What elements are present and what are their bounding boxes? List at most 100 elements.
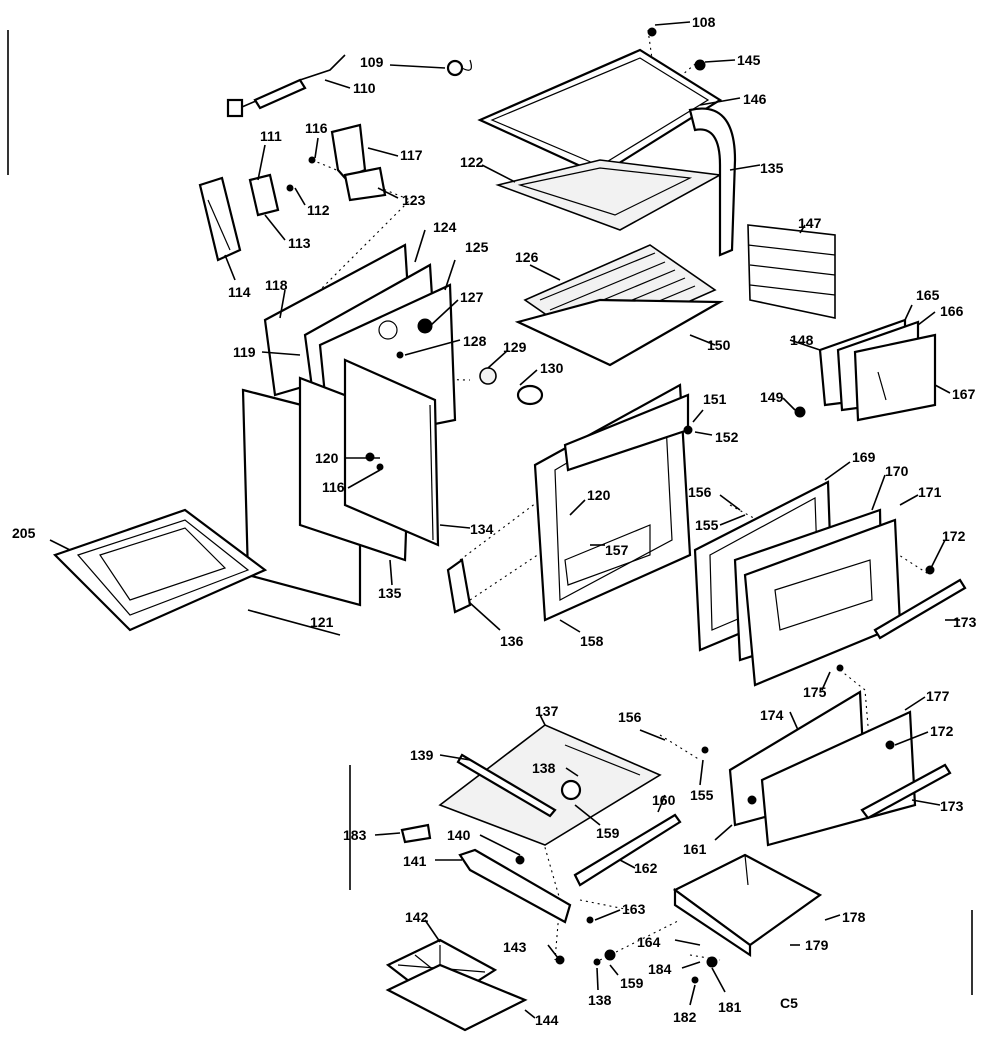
label-173-lower: 173: [940, 798, 964, 814]
label-120-center: 120: [587, 487, 611, 503]
oven-front-158: [533, 383, 692, 622]
label-146: 146: [743, 91, 767, 107]
diagram-code: C5: [780, 995, 798, 1011]
oven-top-liner-122: [495, 159, 723, 231]
label-167: 167: [952, 386, 976, 402]
panel-rail-139: [456, 753, 557, 818]
scan-marks: [7, 30, 973, 995]
power-cord-110: [226, 54, 346, 118]
label-156-upper: 156: [688, 484, 712, 500]
label-121: 121: [310, 614, 334, 630]
label-182: 182: [673, 1009, 697, 1025]
label-145: 145: [737, 52, 761, 68]
label-120-left: 120: [315, 450, 339, 466]
bracket-183: [400, 823, 432, 844]
label-139: 139: [410, 747, 434, 763]
label-126: 126: [515, 249, 539, 265]
label-141: 141: [403, 853, 427, 869]
label-165: 165: [916, 287, 940, 303]
lamp-130: [516, 384, 544, 406]
label-162: 162: [634, 860, 658, 876]
bracket-114: [198, 176, 242, 262]
label-159-lower: 159: [620, 975, 644, 991]
oven-side-134: [343, 358, 440, 547]
label-151: 151: [703, 391, 727, 407]
label-178: 178: [842, 909, 866, 925]
lower-handle-173: [860, 763, 952, 820]
label-134: 134: [470, 521, 494, 537]
oven-rack-147: [747, 224, 836, 319]
label-130: 130: [540, 360, 564, 376]
label-137: 137: [535, 703, 559, 719]
label-170: 170: [885, 463, 909, 479]
label-159-upper: 159: [596, 825, 620, 841]
label-175: 175: [803, 684, 827, 700]
label-172-upper: 172: [942, 528, 966, 544]
label-138-bottom: 138: [588, 992, 612, 1008]
drip-pan-205: [52, 508, 268, 632]
label-164: 164: [637, 934, 661, 950]
label-116-top: 116: [305, 120, 328, 136]
label-161: 161: [683, 841, 707, 857]
label-149: 149: [760, 389, 784, 405]
part-129: [479, 367, 497, 385]
label-122: 122: [460, 154, 484, 170]
label-118: 118: [265, 277, 288, 293]
label-116-lower: 116: [322, 479, 345, 495]
label-150: 150: [707, 337, 731, 353]
manifold-141: [458, 848, 572, 924]
label-155-upper: 155: [695, 517, 719, 533]
label-174: 174: [760, 707, 784, 723]
label-142: 142: [405, 909, 429, 925]
label-155-lower: 155: [690, 787, 714, 803]
label-124: 124: [433, 219, 457, 235]
label-205: 205: [12, 525, 36, 541]
screws: [286, 27, 935, 984]
trim-160: [573, 813, 682, 887]
part-127: [417, 318, 433, 334]
label-127: 127: [460, 289, 484, 305]
label-136: 136: [500, 633, 524, 649]
valve-113: [248, 173, 280, 217]
cabinet-wrap-135: [688, 107, 737, 257]
part-number-labels: 108 109 110 111 112 113 114 116 116 117 …: [12, 14, 977, 1028]
knob-159: [560, 779, 582, 801]
label-181: 181: [718, 999, 742, 1015]
label-152: 152: [715, 429, 739, 445]
bracket-117: [330, 123, 387, 202]
label-111: 111: [260, 128, 282, 144]
label-114: 114: [228, 284, 251, 300]
door-handle-173: [873, 578, 967, 640]
label-184: 184: [648, 961, 672, 977]
thermostat-136: [446, 558, 472, 614]
label-138-top: 138: [532, 760, 556, 776]
label-109: 109: [360, 54, 384, 70]
burner-bowl-144: [385, 963, 528, 1032]
label-172-lower: 172: [930, 723, 954, 739]
label-140: 140: [447, 827, 471, 843]
cooktop-146: [477, 48, 723, 177]
label-173-upper: 173: [953, 614, 977, 630]
leader-lines: [49, 21, 960, 1019]
label-157: 157: [605, 542, 629, 558]
label-125: 125: [465, 239, 489, 255]
label-110: 110: [353, 80, 376, 96]
label-160: 160: [652, 792, 676, 808]
label-135-top: 135: [760, 160, 784, 176]
label-119: 119: [233, 344, 256, 360]
label-158: 158: [580, 633, 604, 649]
label-135-side: 135: [378, 585, 402, 601]
label-123: 123: [402, 192, 426, 208]
label-156-lower: 156: [618, 709, 642, 725]
label-183: 183: [343, 827, 367, 843]
burner-box-assembly: [818, 318, 937, 422]
label-117: 117: [400, 147, 423, 163]
label-147: 147: [798, 215, 822, 231]
plug-109: [446, 59, 472, 77]
label-177: 177: [926, 688, 950, 704]
label-128: 128: [463, 333, 487, 349]
label-166: 166: [940, 303, 964, 319]
label-163: 163: [622, 901, 646, 917]
